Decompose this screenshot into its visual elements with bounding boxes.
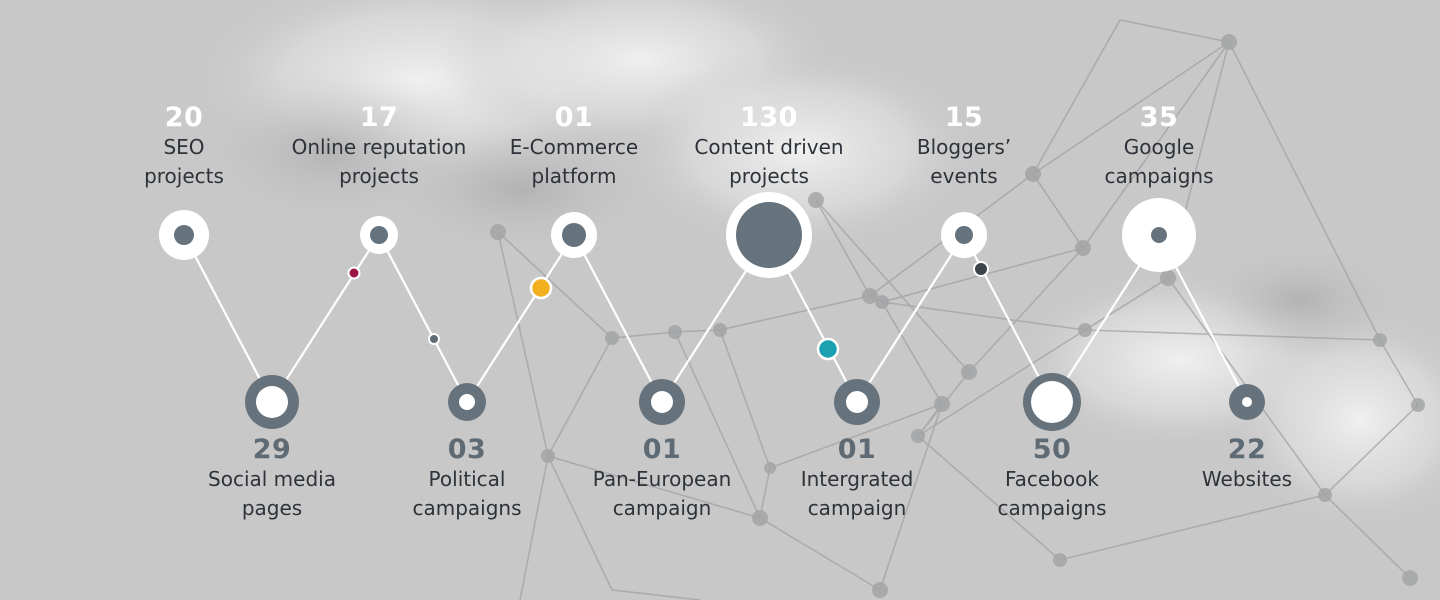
stat-number: 50 <box>1032 434 1072 465</box>
node-content-driven <box>726 192 812 278</box>
stat-label: SEO projects <box>144 135 224 188</box>
stat-bloggers-events: 15 Bloggers’ events <box>844 103 1084 191</box>
stat-label: Websites <box>1201 467 1293 491</box>
node-intergrated <box>834 379 880 425</box>
accent-dot-charcoal <box>973 261 989 277</box>
stat-number: 01 <box>554 102 594 133</box>
node-social-media <box>245 375 299 429</box>
background-network-nodes <box>490 34 1425 598</box>
stat-number: 17 <box>359 102 399 133</box>
stat-number: 15 <box>944 102 984 133</box>
stat-e-commerce: 01 E-Commerce platform <box>454 103 694 191</box>
stat-online-reputation: 17 Online reputation projects <box>259 103 499 191</box>
stat-number: 130 <box>740 102 798 133</box>
stat-number: 29 <box>252 434 292 465</box>
stat-number: 03 <box>447 434 487 465</box>
stat-number: 01 <box>642 434 682 465</box>
stat-label: Content driven projects <box>694 135 844 188</box>
stat-political: 03 Political campaigns <box>347 435 587 523</box>
stat-label: Online reputation projects <box>291 135 467 188</box>
stat-label: Intergrated campaign <box>800 467 914 520</box>
stat-google-campaigns: 35 Google campaigns <box>1039 103 1279 191</box>
stat-number: 20 <box>164 102 204 133</box>
node-political <box>448 383 486 421</box>
accent-dot-charcoal-small <box>428 333 440 345</box>
accent-dot-teal <box>816 337 840 361</box>
stat-number: 35 <box>1139 102 1179 133</box>
timeline-zigzag-line <box>183 233 1248 404</box>
cloud-texture <box>190 0 1440 530</box>
stat-intergrated: 01 Intergrated campaign <box>737 435 977 523</box>
node-pan-european <box>639 379 685 425</box>
stat-label: E-Commerce platform <box>509 135 639 188</box>
stat-label: Social media pages <box>208 467 336 520</box>
accent-dot-crimson <box>347 266 361 280</box>
stat-label: Bloggers’ events <box>916 135 1012 188</box>
stat-social-media: 29 Social media pages <box>152 435 392 523</box>
stat-pan-european: 01 Pan-European campaign <box>542 435 782 523</box>
stat-label: Facebook campaigns <box>997 467 1107 520</box>
stat-websites: 22 Websites <box>1127 435 1367 494</box>
stat-seo: 20 SEO projects <box>64 103 304 191</box>
node-online-reputation <box>360 216 398 254</box>
accent-dot-yellow <box>529 276 553 300</box>
stat-label: Political campaigns <box>412 467 522 520</box>
stat-content-driven: 130 Content driven projects <box>649 103 889 191</box>
node-e-commerce <box>551 212 597 258</box>
node-seo <box>159 210 209 260</box>
stat-label: Google campaigns <box>1104 135 1214 188</box>
node-bloggers-events <box>941 212 987 258</box>
stat-label: Pan-European campaign <box>592 467 732 520</box>
stat-number: 22 <box>1227 434 1267 465</box>
node-websites <box>1229 384 1265 420</box>
stat-facebook-campaigns: 50 Facebook campaigns <box>932 435 1172 523</box>
node-facebook-campaigns <box>1023 373 1081 431</box>
node-google-campaigns <box>1122 198 1196 272</box>
stat-number: 01 <box>837 434 877 465</box>
